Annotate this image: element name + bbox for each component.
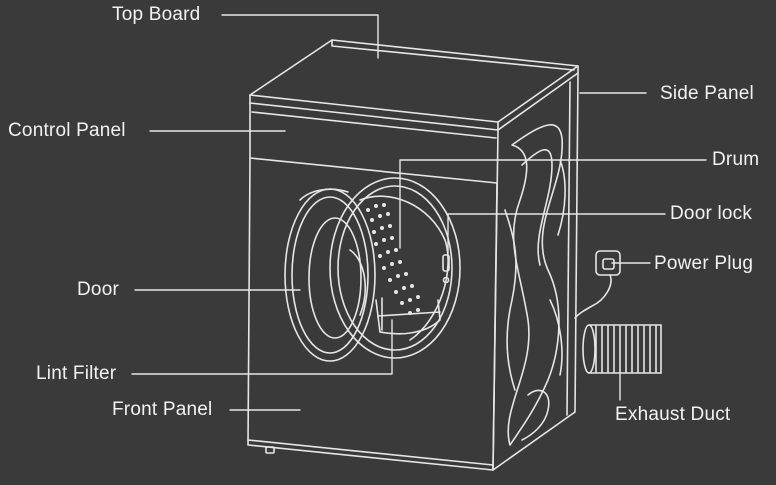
label-lint-filter: Lint Filter — [36, 363, 117, 384]
drum — [329, 177, 461, 359]
label-exhaust-duct: Exhaust Duct — [615, 404, 731, 425]
drum-perforations — [366, 203, 420, 315]
leader-door-lock — [447, 213, 666, 259]
door — [284, 188, 376, 362]
side-panel — [492, 72, 579, 471]
label-drum: Drum — [712, 149, 760, 170]
power-plug — [574, 250, 621, 319]
label-door-lock: Door lock — [670, 203, 753, 224]
label-side-panel: Side Panel — [660, 83, 754, 104]
label-power-plug: Power Plug — [654, 253, 754, 274]
leader-drum — [399, 159, 707, 249]
label-door: Door — [77, 279, 119, 300]
label-control-panel: Control Panel — [8, 120, 126, 141]
leader-top-board — [221, 14, 379, 59]
lint-filter — [375, 297, 441, 335]
door-lock — [442, 254, 450, 284]
exhaust-duct — [582, 324, 662, 374]
label-top-board: Top Board — [112, 4, 201, 25]
label-front-panel: Front Panel — [112, 399, 213, 420]
front-panel — [247, 157, 498, 471]
control-panel — [249, 102, 498, 184]
leader-lint-filter — [131, 319, 393, 375]
top-board — [249, 39, 579, 131]
leader-lines — [131, 14, 707, 411]
